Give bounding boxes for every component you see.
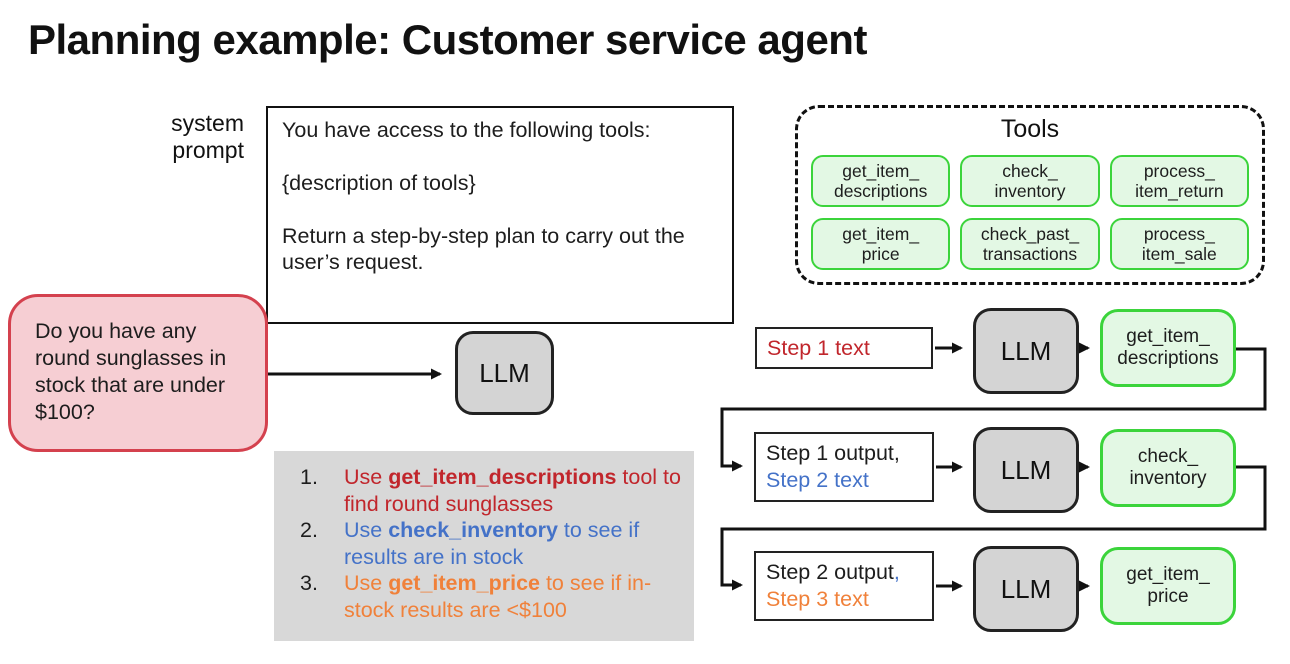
tools-row-2: get_item_ price check_past_ transactions… <box>798 218 1262 270</box>
plan-item-text: Use check_inventory to see if results ar… <box>344 518 640 569</box>
plan-list-panel: 1. Use get_item_descriptions tool to fin… <box>274 451 694 641</box>
plan-item-2: 2. Use check_inventory to see if results… <box>300 517 694 570</box>
plan-tool-name: get_item_descriptions <box>388 465 617 489</box>
user-query-bubble: Do you have any round sunglasses in stoc… <box>8 294 268 452</box>
system-prompt-paragraph: Return a step-by-step plan to carry out … <box>282 224 685 274</box>
system-prompt-paragraph: You have access to the following tools: <box>282 118 651 142</box>
plan-item-number: 2. <box>300 518 318 542</box>
tools-row-1: get_item_ descriptions check_ inventory … <box>798 155 1262 207</box>
tool-chip-get-item-descriptions: get_item_ descriptions <box>811 155 951 207</box>
step1-text: Step 1 text <box>767 335 870 360</box>
system-prompt-label-line1: system <box>171 110 244 136</box>
step3-text: Step 3 text <box>766 587 869 611</box>
plan-tool-name: check_inventory <box>388 518 558 542</box>
step2-input-box: Step 1 output, Step 2 text <box>754 432 934 502</box>
tools-panel-title: Tools <box>1000 115 1060 143</box>
plan-item-3: 3. Use get_item_price to see if in-stock… <box>300 570 694 623</box>
llm-label: LLM <box>479 357 530 388</box>
llm-node-main: LLM <box>455 331 554 415</box>
plan-item-1: 1. Use get_item_descriptions tool to fin… <box>300 464 694 517</box>
system-prompt-box: You have access to the following tools: … <box>266 106 734 324</box>
tool-chip-get-item-price: get_item_ price <box>811 218 951 270</box>
system-prompt-label-line2: prompt <box>172 137 244 163</box>
tool-chip-process-item-return: process_ item_return <box>1109 155 1249 207</box>
blue-comma: , <box>893 560 900 584</box>
tool-chip-process-item-sale: process_ item_sale <box>1109 218 1249 270</box>
tools-panel: Tools get_item_ descriptions check_ inve… <box>795 105 1265 285</box>
tool-chip-check-past-transactions: check_past_ transactions <box>960 218 1100 270</box>
plan-tool-name: get_item_price <box>388 571 540 595</box>
plan-item-text: Use get_item_descriptions tool to find r… <box>344 465 681 516</box>
tool-node-get-item-price: get_item_ price <box>1100 547 1236 625</box>
user-query-text: Do you have any round sunglasses in stoc… <box>35 319 227 424</box>
plan-item-text: Use get_item_price to see if in-stock re… <box>344 571 652 622</box>
llm-node-row2: LLM <box>973 427 1079 513</box>
plan-item-number: 1. <box>300 465 318 489</box>
system-prompt-label: system prompt <box>142 110 244 164</box>
llm-node-row3: LLM <box>973 546 1079 632</box>
page-title: Planning example: Customer service agent <box>28 16 867 63</box>
system-prompt-paragraph: {description of tools} <box>282 171 476 195</box>
plan-item-number: 3. <box>300 571 318 595</box>
tool-node-get-item-descriptions: get_item_ descriptions <box>1100 309 1236 387</box>
step3-input-box: Step 2 output, Step 3 text <box>754 551 934 621</box>
llm-node-row1: LLM <box>973 308 1079 394</box>
tool-chip-check-inventory: check_ inventory <box>960 155 1100 207</box>
step2-output-text: Step 2 output, <box>766 560 900 584</box>
step1-output-text: Step 1 output, <box>766 441 900 465</box>
step2-text: Step 2 text <box>766 468 869 492</box>
tool-node-check-inventory: check_ inventory <box>1100 429 1236 507</box>
step1-input-box: Step 1 text <box>755 327 933 369</box>
